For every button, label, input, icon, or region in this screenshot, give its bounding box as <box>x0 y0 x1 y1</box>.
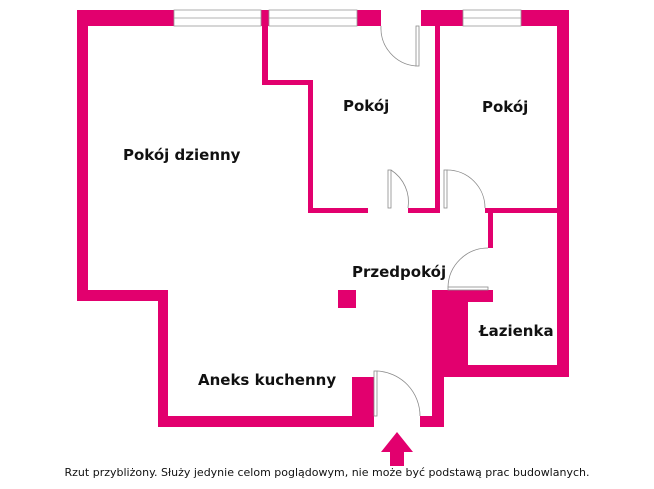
room-label-living-room: Pokój dzienny <box>123 146 241 164</box>
room-label-bathroom: Łazienka <box>479 322 554 340</box>
disclaimer-text: Rzut przybliżony. Służy jedynie celom po… <box>64 466 590 479</box>
doors <box>373 25 489 417</box>
walls <box>77 10 569 427</box>
room-label-hallway: Przedpokój <box>352 263 447 281</box>
entrance-arrow-icon <box>381 432 413 466</box>
room-label-room-1: Pokój <box>343 97 390 115</box>
room-label-kitchenette: Aneks kuchenny <box>198 371 337 389</box>
room-label-room-2: Pokój <box>482 98 529 116</box>
windows <box>173 9 522 27</box>
